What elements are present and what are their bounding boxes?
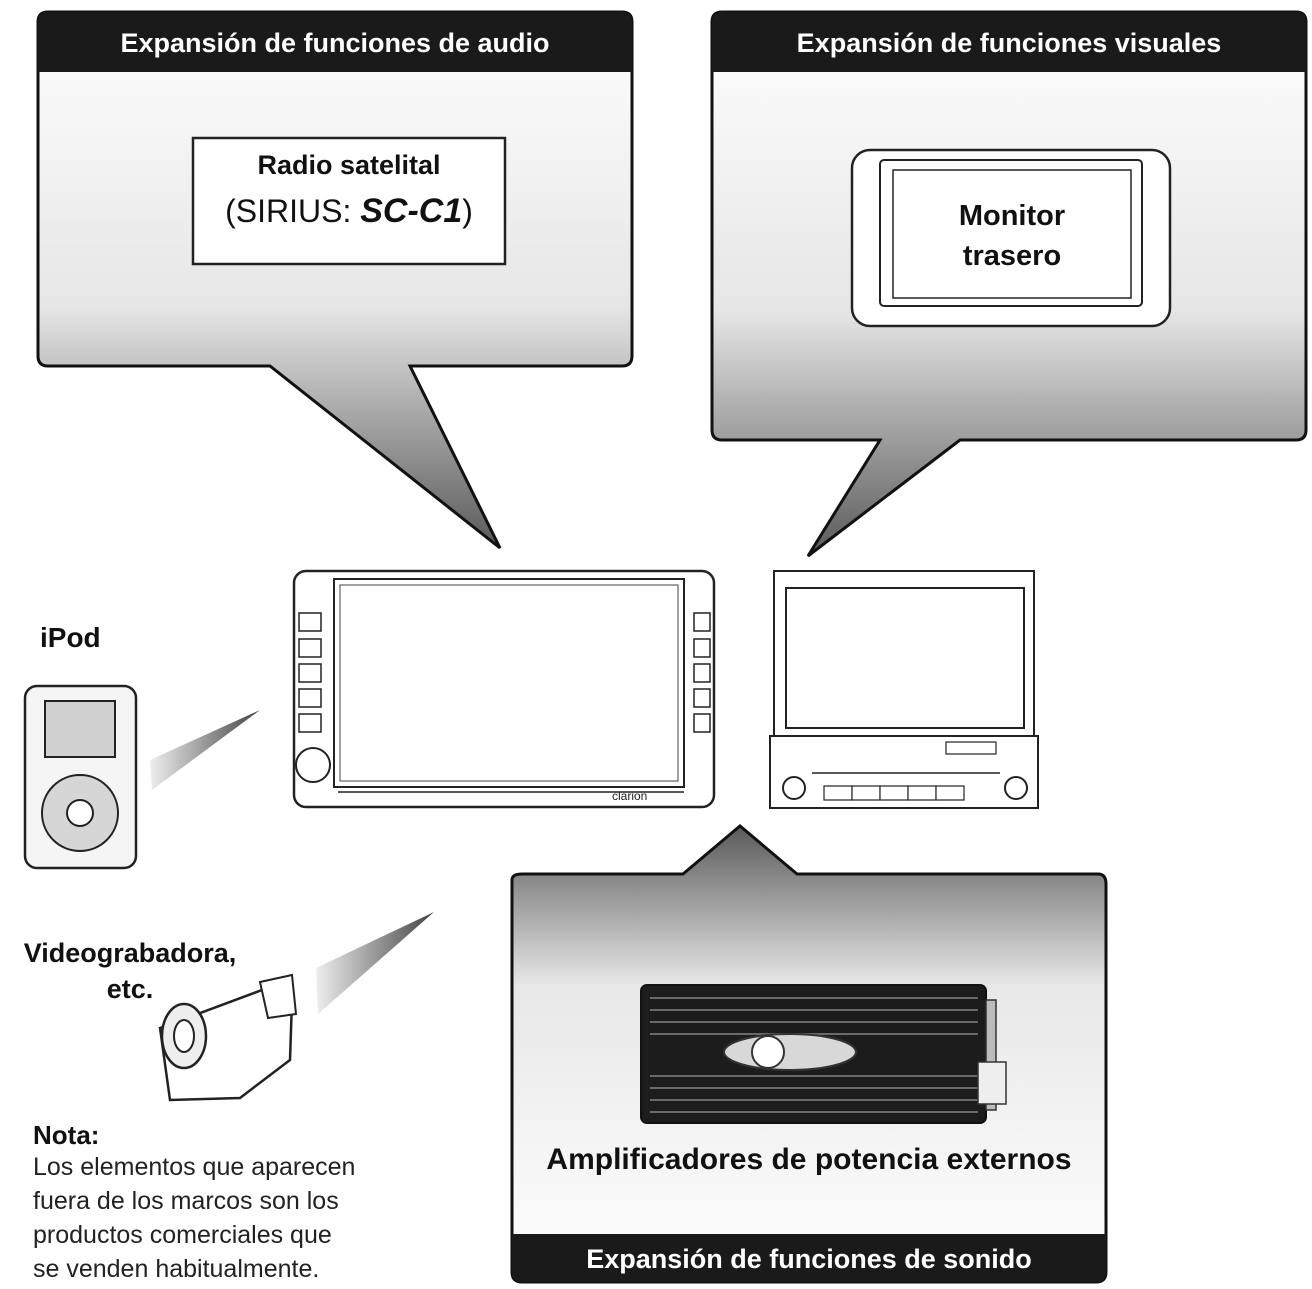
visual-callout-header xyxy=(712,12,1306,72)
satellite-radio-close: ) xyxy=(462,193,473,229)
note-line: Los elementos que aparecen xyxy=(33,1153,356,1181)
head-unit-touchscreen: clarion xyxy=(292,569,716,809)
rear-monitor-illustration xyxy=(850,148,1172,328)
head-unit-brand: clarion xyxy=(612,789,647,803)
rear-monitor-label: Monitor trasero xyxy=(893,196,1131,276)
note-title: Nota: xyxy=(33,1120,100,1150)
sound-callout-footer xyxy=(512,1234,1106,1282)
note-line: productos comerciales que xyxy=(33,1221,332,1249)
sound-expansion-callout xyxy=(510,824,1108,1284)
camcorder-label: Videograbadora, etc. xyxy=(10,935,250,1007)
sound-callout-title: Expansión de funciones de sonido xyxy=(586,1244,1032,1274)
satellite-radio-label: Radio satelital xyxy=(257,150,441,180)
audio-expansion-callout xyxy=(36,10,634,550)
camcorder-label-line2: etc. xyxy=(106,974,154,1004)
note-line: fuera de los marcos son los xyxy=(33,1187,339,1215)
audio-callout-header xyxy=(38,12,632,72)
camcorder-illustration xyxy=(158,973,298,1102)
camcorder-label-line1: Videograbadora, xyxy=(23,938,237,968)
amplifier-label: Amplificadores de potencia externos xyxy=(546,1143,1072,1176)
power-amplifier-illustration xyxy=(640,984,1007,1124)
audio-callout-title: Expansión de funciones de audio xyxy=(120,28,550,58)
rear-monitor-label-line1: Monitor xyxy=(958,200,1066,232)
satellite-radio-model-line: (SIRIUS: SC-C1) xyxy=(193,192,505,231)
ipod-illustration xyxy=(23,684,138,870)
camcorder-connection-beam xyxy=(316,912,434,1014)
ipod-connection-beam xyxy=(150,710,260,790)
visual-callout-title: Expansión de funciones visuales xyxy=(796,28,1222,58)
head-unit-flipout xyxy=(769,570,1039,809)
note-line: se venden habitualmente. xyxy=(33,1255,320,1283)
visual-expansion-callout xyxy=(710,10,1308,558)
satellite-radio-box xyxy=(191,136,507,266)
satellite-radio-brand: (SIRIUS: xyxy=(225,193,361,229)
note-body: Los elementos que aparecen fuera de los … xyxy=(33,1150,355,1286)
ipod-label: iPod xyxy=(40,622,101,653)
rear-monitor-label-line2: trasero xyxy=(962,240,1062,272)
satellite-radio-model: SC-C1 xyxy=(360,192,463,230)
